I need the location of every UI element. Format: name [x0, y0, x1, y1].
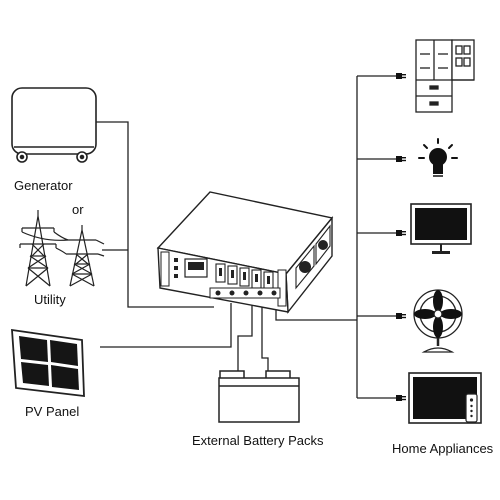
wire-pv-inverter — [100, 303, 232, 348]
wire-generator-inverter — [96, 121, 214, 308]
plugs — [396, 73, 406, 401]
plug-icon — [396, 313, 406, 319]
or-label: or — [72, 202, 84, 217]
utility-pylon-icon — [19, 210, 105, 287]
solar-panel-icon — [11, 328, 85, 398]
generator-label: Generator — [14, 178, 73, 193]
wire-battery-pos — [237, 296, 253, 372]
battery-label: External Battery Packs — [192, 433, 324, 448]
tv-icon — [410, 203, 472, 254]
generator-icon — [11, 87, 97, 163]
plug-icon — [396, 73, 406, 79]
tv-remote-icon — [408, 372, 482, 424]
inverter-icon — [156, 191, 334, 314]
home-appliances-label: Home Appliances — [392, 441, 494, 456]
plug-icon — [396, 156, 406, 162]
utility-label: Utility — [34, 292, 66, 307]
plug-icon — [396, 230, 406, 236]
plug-icon — [396, 395, 406, 401]
fan-icon — [413, 289, 463, 353]
wires — [96, 75, 396, 399]
fridge-icon — [415, 39, 475, 113]
wire-battery-neg — [261, 296, 269, 372]
light-bulb-icon — [418, 138, 458, 177]
pv-panel-label: PV Panel — [25, 404, 80, 419]
battery-icon — [218, 370, 300, 423]
